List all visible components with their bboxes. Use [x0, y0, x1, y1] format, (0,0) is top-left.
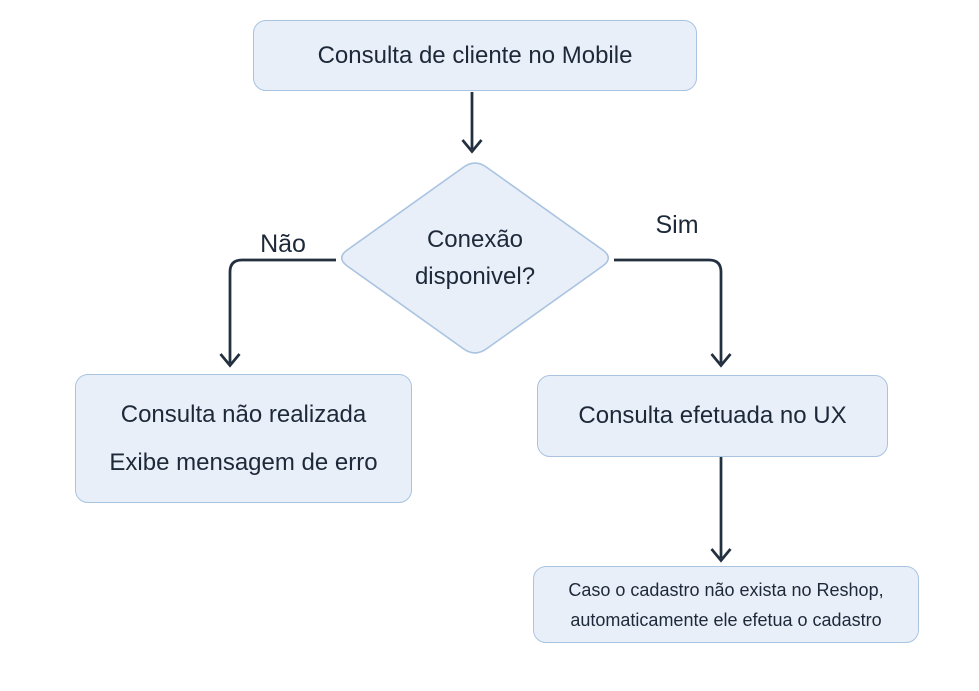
- node-decision-line2: disponivel?: [414, 263, 536, 290]
- node-register-line1: Caso o cadastro não exista no Reshop,: [568, 579, 884, 600]
- decision-diamond-shape: [340, 162, 610, 354]
- node-decision-line1: Conexão: [426, 226, 524, 253]
- edge-yes-to-register: [710, 457, 732, 563]
- node-start-label: Consulta de cliente no Mobile: [317, 41, 633, 69]
- node-register: Caso o cadastro não exista no Reshop, au…: [533, 566, 919, 643]
- edge-label-yes: Sim: [655, 211, 699, 239]
- node-yes-result: Consulta efetuada no UX: [537, 375, 888, 457]
- node-no-result-line2: Exibe mensagem de erro: [109, 448, 378, 476]
- edge-decision-no: [219, 258, 336, 368]
- edge-decision-yes: [614, 258, 732, 368]
- node-yes-result-label: Consulta efetuada no UX: [578, 402, 847, 429]
- node-register-line2: automaticamente ele efetua o cadastro: [570, 609, 882, 630]
- edge-label-no: Não: [260, 230, 306, 258]
- node-no-result-line1: Consulta não realizada: [120, 400, 367, 428]
- node-start: Consulta de cliente no Mobile: [253, 20, 697, 91]
- node-decision: Conexão disponivel?: [336, 158, 614, 358]
- node-no-result: Consulta não realizada Exibe mensagem de…: [75, 374, 412, 503]
- edge-start-to-decision: [461, 92, 483, 154]
